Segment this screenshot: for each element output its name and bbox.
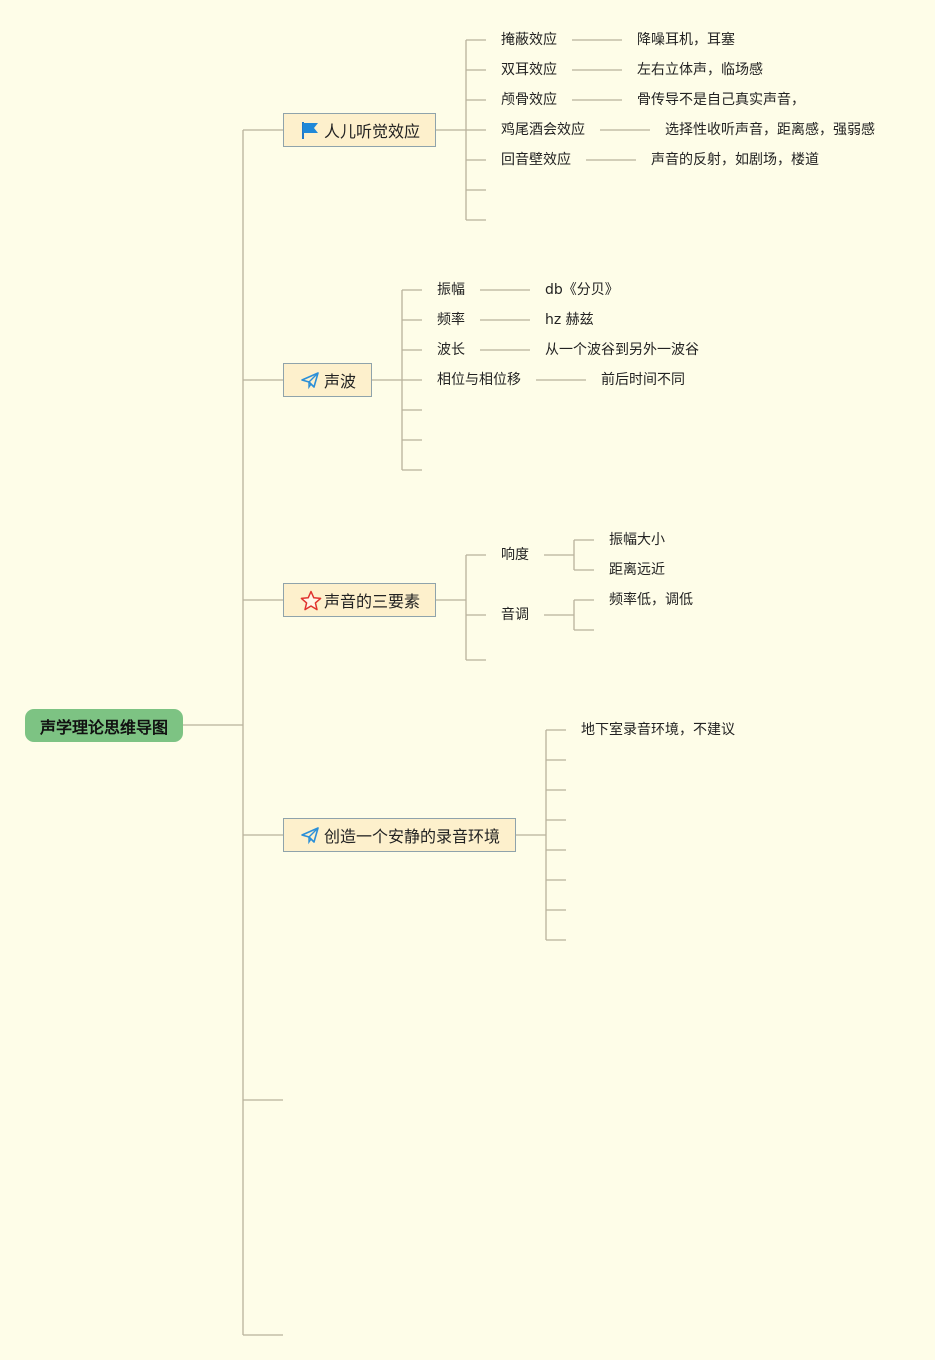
branch-label: 声音的三要素 — [324, 592, 421, 611]
node-label[interactable]: 相位与相位移 — [437, 372, 521, 388]
node-label[interactable]: 回音壁效应 — [501, 152, 571, 168]
blue-flag-icon — [300, 120, 320, 140]
node-label[interactable]: 双耳效应 — [501, 62, 557, 78]
node-detail[interactable]: 骨传导不是自己真实声音， — [637, 92, 805, 108]
node-label[interactable]: 鸡尾酒会效应 — [501, 122, 585, 138]
node-detail[interactable]: 距离远近 — [609, 562, 665, 578]
node-detail[interactable]: 选择性收听声音，距离感，强弱感 — [665, 122, 875, 138]
paper-plane-icon — [300, 370, 320, 390]
node-label[interactable]: 掩蔽效应 — [501, 32, 557, 48]
node-detail[interactable]: 声音的反射，如剧场，楼道 — [651, 152, 819, 168]
root-label: 声学理论思维导图 — [39, 717, 168, 737]
node-detail[interactable]: 振幅大小 — [609, 532, 665, 548]
branch-label: 创造一个安静的录音环境 — [324, 827, 501, 846]
branch-hearing-effects[interactable]: 人儿听觉效应 — [283, 113, 436, 147]
node-detail[interactable]: hz 赫兹 — [545, 312, 594, 328]
node-detail[interactable]: db《分贝》 — [545, 282, 619, 298]
node-detail[interactable]: 降噪耳机，耳塞 — [637, 32, 735, 48]
node-label[interactable]: 频率 — [437, 312, 465, 328]
branch-three-elements[interactable]: 声音的三要素 — [283, 583, 436, 617]
node-label[interactable]: 振幅 — [437, 282, 465, 298]
node-detail[interactable]: 频率低，调低 — [609, 592, 693, 608]
star-icon — [300, 590, 322, 611]
branch-label: 人儿听觉效应 — [324, 122, 421, 141]
branch-quiet-recording[interactable]: 创造一个安静的录音环境 — [283, 818, 516, 852]
paper-plane-icon — [300, 825, 320, 845]
root-node[interactable]: 声学理论思维导图 — [25, 709, 183, 742]
branch-label: 声波 — [324, 372, 357, 391]
node-detail[interactable]: 从一个波谷到另外一波谷 — [545, 342, 699, 358]
branch-sound-wave[interactable]: 声波 — [283, 363, 372, 397]
node-label[interactable]: 地下室录音环境，不建议 — [581, 722, 735, 738]
node-label[interactable]: 音调 — [501, 607, 529, 623]
node-label[interactable]: 颅骨效应 — [501, 92, 557, 108]
node-label[interactable]: 波长 — [437, 342, 465, 358]
node-detail[interactable]: 左右立体声，临场感 — [637, 62, 763, 78]
node-label[interactable]: 响度 — [501, 547, 529, 563]
node-detail[interactable]: 前后时间不同 — [601, 372, 685, 388]
